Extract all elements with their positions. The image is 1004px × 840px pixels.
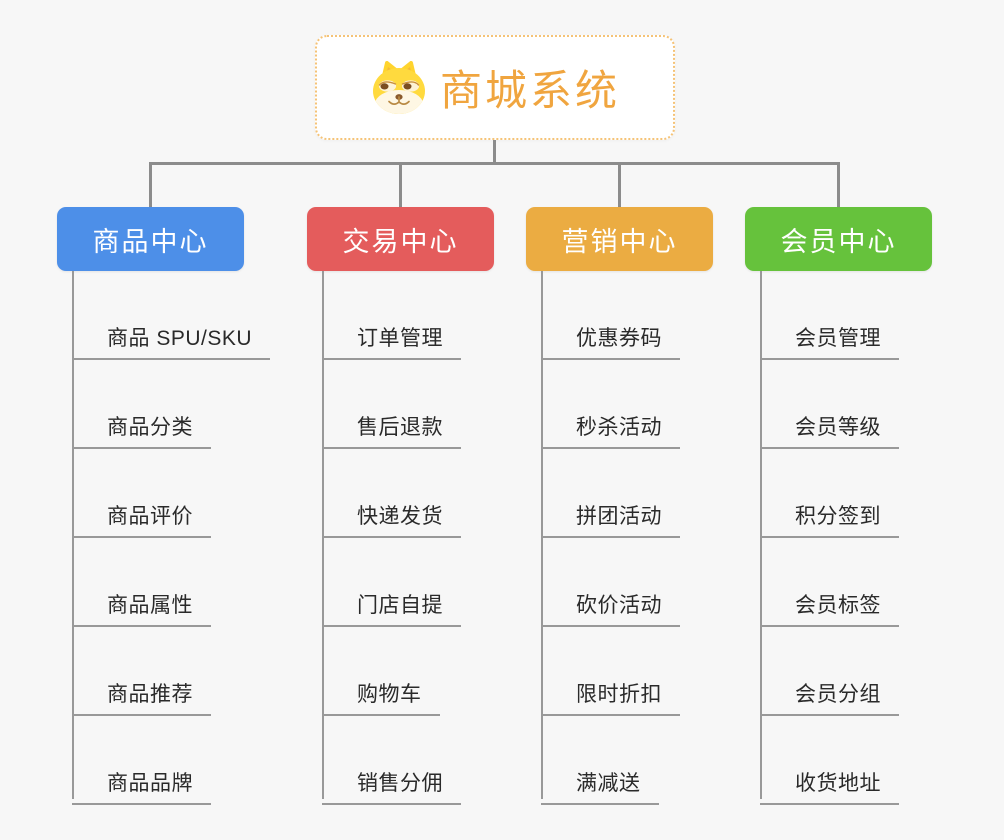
branch-children: 订单管理 售后退款 快递发货 门店自提 购物车 销售分佣 bbox=[322, 271, 527, 805]
child-node: 门店自提 bbox=[322, 538, 527, 627]
branch-product-center: 商品中心 商品 SPU/SKU 商品分类 商品评价 商品属性 商品推荐 商品品牌 bbox=[57, 207, 277, 805]
child-node-label[interactable]: 积分签到 bbox=[760, 500, 899, 538]
dog-icon bbox=[372, 60, 425, 114]
branch-header-member-center[interactable]: 会员中心 bbox=[745, 207, 932, 271]
child-node: 商品分类 bbox=[72, 360, 277, 449]
child-node: 会员分组 bbox=[760, 627, 965, 716]
child-node-label[interactable]: 销售分佣 bbox=[322, 767, 461, 805]
child-node: 商品属性 bbox=[72, 538, 277, 627]
child-node: 会员标签 bbox=[760, 538, 965, 627]
branch-marketing-center: 营销中心 优惠券码 秒杀活动 拼团活动 砍价活动 限时折扣 满减送 bbox=[526, 207, 746, 805]
child-node-label[interactable]: 会员管理 bbox=[760, 322, 899, 360]
child-node-label[interactable]: 秒杀活动 bbox=[541, 411, 680, 449]
child-node: 秒杀活动 bbox=[541, 360, 746, 449]
child-node-label[interactable]: 会员标签 bbox=[760, 589, 899, 627]
branch-trade-center: 交易中心 订单管理 售后退款 快递发货 门店自提 购物车 销售分佣 bbox=[307, 207, 527, 805]
child-node: 积分签到 bbox=[760, 449, 965, 538]
child-node-label[interactable]: 商品评价 bbox=[72, 500, 211, 538]
connector-drop-4 bbox=[837, 162, 840, 207]
child-node-label[interactable]: 会员分组 bbox=[760, 678, 899, 716]
connector-drop-1 bbox=[148, 162, 152, 207]
child-node-label[interactable]: 满减送 bbox=[541, 767, 659, 805]
branch-children: 商品 SPU/SKU 商品分类 商品评价 商品属性 商品推荐 商品品牌 bbox=[72, 271, 277, 805]
child-node: 订单管理 bbox=[322, 271, 527, 360]
branch-header-product-center[interactable]: 商品中心 bbox=[57, 207, 244, 271]
branch-child-line bbox=[760, 271, 762, 799]
child-node: 会员等级 bbox=[760, 360, 965, 449]
child-node-label[interactable]: 拼团活动 bbox=[541, 500, 680, 538]
child-node-label[interactable]: 商品推荐 bbox=[72, 678, 211, 716]
child-node-label[interactable]: 商品分类 bbox=[72, 411, 211, 449]
child-node-label[interactable]: 收货地址 bbox=[760, 767, 899, 805]
branch-member-center: 会员中心 会员管理 会员等级 积分签到 会员标签 会员分组 收货地址 bbox=[745, 207, 965, 805]
connector-drop-3 bbox=[618, 162, 621, 207]
root-node[interactable]: 商城系统 bbox=[315, 35, 675, 140]
child-node: 购物车 bbox=[322, 627, 527, 716]
child-node: 砍价活动 bbox=[541, 538, 746, 627]
branch-children: 优惠券码 秒杀活动 拼团活动 砍价活动 限时折扣 满减送 bbox=[541, 271, 746, 805]
connector-root-stem bbox=[492, 140, 496, 165]
child-node-label[interactable]: 售后退款 bbox=[322, 411, 461, 449]
child-node-label[interactable]: 快递发货 bbox=[322, 500, 461, 538]
branch-child-line bbox=[72, 271, 74, 799]
child-node-label[interactable]: 会员等级 bbox=[760, 411, 899, 449]
child-node: 满减送 bbox=[541, 716, 746, 805]
child-node: 快递发货 bbox=[322, 449, 527, 538]
child-node: 优惠券码 bbox=[541, 271, 746, 360]
child-node-label[interactable]: 限时折扣 bbox=[541, 678, 680, 716]
child-node-label[interactable]: 购物车 bbox=[322, 678, 440, 716]
child-node-label[interactable]: 门店自提 bbox=[322, 589, 461, 627]
child-node: 会员管理 bbox=[760, 271, 965, 360]
child-node: 销售分佣 bbox=[322, 716, 527, 805]
connector-rail bbox=[148, 162, 840, 165]
branch-child-line bbox=[541, 271, 543, 799]
child-node-label[interactable]: 商品属性 bbox=[72, 589, 211, 627]
child-node-label[interactable]: 砍价活动 bbox=[541, 589, 680, 627]
child-node-label[interactable]: 商品品牌 bbox=[72, 767, 211, 805]
branch-header-marketing-center[interactable]: 营销中心 bbox=[526, 207, 713, 271]
child-node-label[interactable]: 订单管理 bbox=[322, 322, 461, 360]
connector-drop-2 bbox=[399, 162, 402, 207]
branch-child-line bbox=[322, 271, 324, 799]
child-node: 收货地址 bbox=[760, 716, 965, 805]
root-title: 商城系统 bbox=[439, 67, 620, 114]
child-node: 限时折扣 bbox=[541, 627, 746, 716]
branch-header-trade-center[interactable]: 交易中心 bbox=[307, 207, 494, 271]
child-node: 商品推荐 bbox=[72, 627, 277, 716]
child-node: 商品评价 bbox=[72, 449, 277, 538]
branch-children: 会员管理 会员等级 积分签到 会员标签 会员分组 收货地址 bbox=[760, 271, 965, 805]
child-node: 商品 SPU/SKU bbox=[72, 271, 277, 360]
child-node: 商品品牌 bbox=[72, 716, 277, 805]
child-node-label[interactable]: 商品 SPU/SKU bbox=[72, 322, 271, 360]
child-node: 售后退款 bbox=[322, 360, 527, 449]
child-node-label[interactable]: 优惠券码 bbox=[541, 322, 680, 360]
child-node: 拼团活动 bbox=[541, 449, 746, 538]
